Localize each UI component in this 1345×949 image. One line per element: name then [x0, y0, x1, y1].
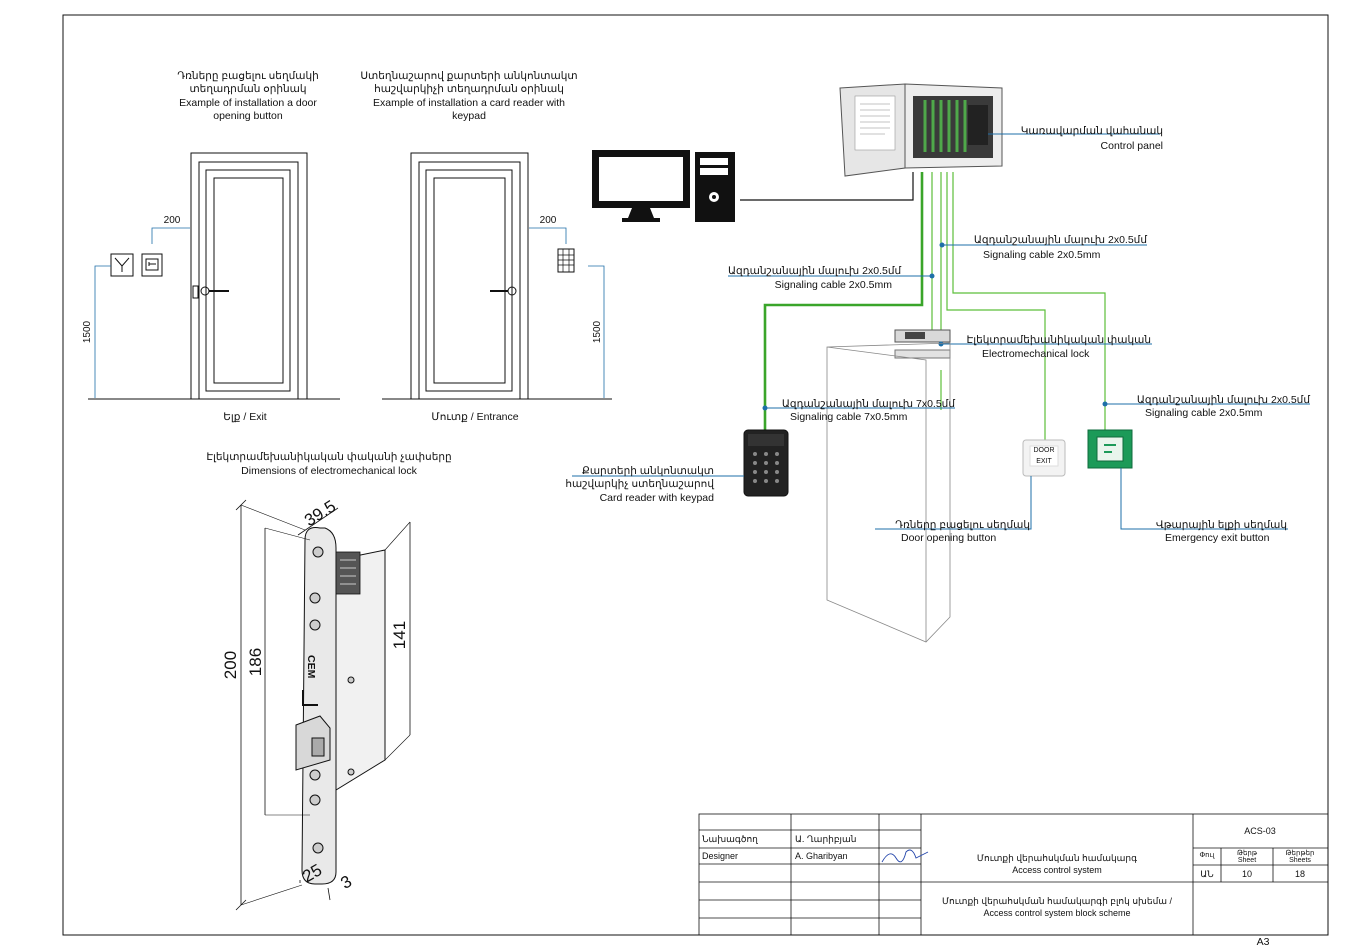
reader-am: Քարտերի անկոնտակտ — [582, 465, 714, 477]
control-panel-device — [839, 83, 1003, 177]
exit-door-label: Ելք / Exit — [223, 411, 267, 423]
role-am: Նախագծող — [702, 834, 758, 844]
phase-header: Փուլ — [1199, 851, 1215, 859]
entrance-offset-dim: 200 — [540, 215, 557, 226]
sheet-value: 10 — [1242, 869, 1252, 879]
exit-door-example: Դռները բացելու սեղմակի տեղադրման օրինակ … — [82, 70, 340, 423]
paper-format: A3 — [1257, 936, 1270, 948]
lock-total-dim: 200 — [221, 651, 240, 679]
cable2-en: Signaling cable 2x0.5mm — [775, 279, 893, 291]
exit-offset-dim: 200 — [164, 215, 181, 226]
reader-title-am: Ստեղնաշարով քարտերի անկոնտակտ — [360, 70, 577, 82]
exit-btn-title-en: Example of installation a door — [179, 97, 317, 109]
computer — [592, 150, 735, 222]
lock-thickness-dim: 3 — [337, 872, 355, 893]
door-btn-am: Դռները բացելու սեղմակ — [895, 519, 1030, 531]
phase-value: ԱՆ — [1200, 869, 1214, 879]
exit-btn-title-en2: opening button — [213, 110, 283, 122]
sheet-header-am: Թերթ — [1237, 849, 1258, 857]
entrance-height-dim: 1500 — [592, 320, 603, 343]
drawing-am: Մուտքի վերահսկման համակարգի բլոկ սխեմա / — [942, 896, 1173, 906]
role-en: Designer — [702, 851, 738, 861]
card-reader-device — [743, 429, 789, 497]
keypad-icon — [557, 248, 575, 273]
lock-width-dim: 39.5 — [301, 497, 339, 531]
project-en: Access control system — [1012, 865, 1102, 875]
cable1-en: Signaling cable 2x0.5mm — [983, 249, 1101, 261]
exit-button-symbol — [110, 253, 134, 277]
lock-en: Electromechanical lock — [982, 348, 1090, 360]
sheets-value: 18 — [1295, 869, 1305, 879]
reader-am2: հաշվարկիչ ստեղնաշարով — [565, 478, 715, 490]
door-button-device: DOOR EXIT — [1022, 439, 1066, 477]
title-block — [698, 813, 1329, 936]
lock-dims-en: Dimensions of electromechanical lock — [241, 465, 417, 477]
cable2-am: Ազդանշանային մալուխ 2x0.5մմ — [728, 265, 902, 277]
sheets-header-en: Sheets — [1289, 857, 1311, 864]
svg-text:EXIT: EXIT — [1036, 458, 1052, 465]
emergency-button-device — [1087, 429, 1133, 469]
reader-en: Card reader with keypad — [600, 492, 715, 504]
name-am: Ա. Ղարիբյան — [795, 834, 856, 844]
drawing-en: Access control system block scheme — [983, 908, 1130, 918]
emergency-en: Emergency exit button — [1165, 532, 1270, 544]
project-am: Մուտքի վերահսկման համակարգ — [977, 853, 1137, 863]
signature — [881, 849, 929, 863]
control-panel-am: Կառավարման վահանակ — [1021, 125, 1163, 137]
cable3-am: Ազդանշանային մալուխ 2x0.5մմ — [1137, 394, 1311, 406]
entrance-door-example: Ստեղնաշարով քարտերի անկոնտակտ հաշվարկիչի… — [360, 70, 612, 423]
emergency-am: Վթարային ելքի սեղմակ — [1156, 519, 1287, 531]
door-perspective — [826, 342, 951, 643]
door-btn-en: Door opening button — [901, 532, 996, 544]
exit-height-dim: 1500 — [82, 320, 93, 343]
name-en: A. Gharibyan — [795, 851, 848, 861]
cable7-en: Signaling cable 7x0.5mm — [790, 411, 908, 423]
drawing-code: ACS-03 — [1244, 826, 1276, 836]
lock-device — [894, 329, 951, 359]
cable3-en: Signaling cable 2x0.5mm — [1145, 407, 1263, 419]
sheet-header-en: Sheet — [1238, 857, 1256, 864]
control-panel-en: Control panel — [1101, 140, 1163, 152]
exit-btn-title-am: Դռները բացելու սեղմակի — [177, 70, 319, 82]
sheets-header-am: Թերթեր — [1286, 849, 1315, 857]
lock-am: Էլեկտրամեխանիկական փական — [967, 334, 1151, 346]
entrance-door-label: Մուտք / Entrance — [431, 411, 518, 423]
lock-dimensions: Էլեկտրամեխանիկական փականի չափսերը Dimens… — [206, 451, 452, 911]
lock-dims-am: Էլեկտրամեխանիկական փականի չափսերը — [206, 451, 452, 463]
cable7-am: Ազդանշանային մալուխ 7x0.5մմ — [782, 398, 956, 410]
svg-text:CEM: CEM — [305, 655, 317, 679]
cable1-am: Ազդանշանային մալուխ 2x0.5մմ — [974, 234, 1148, 246]
reader-title-am2: հաշվարկիչի տեղադրման օրինակ — [374, 83, 564, 95]
lock-inner-dim: 186 — [246, 648, 265, 676]
reader-title-en2: keypad — [452, 110, 486, 122]
exit-button-symbol-2 — [141, 253, 163, 277]
lock-body-dim: 141 — [390, 621, 409, 649]
exit-btn-title-am2: տեղադրման օրինակ — [189, 83, 306, 95]
svg-text:DOOR: DOOR — [1034, 447, 1055, 454]
lock-faceplate — [301, 527, 337, 885]
reader-title-en: Example of installation a card reader wi… — [373, 97, 565, 109]
sheet-frame — [62, 14, 1329, 936]
